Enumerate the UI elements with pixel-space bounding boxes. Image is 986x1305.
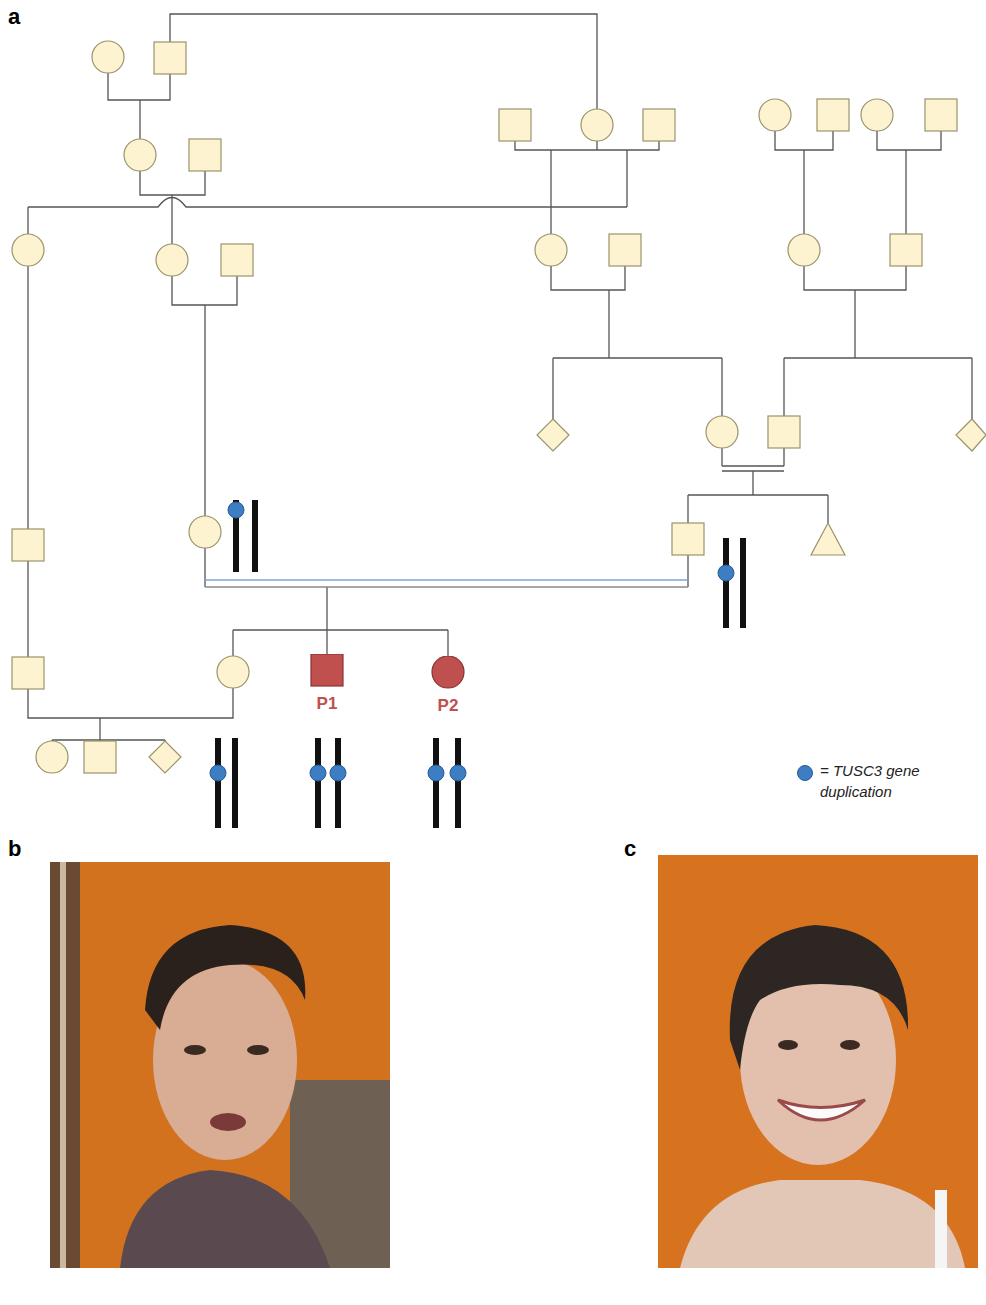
panel-label: b (8, 836, 21, 862)
panel-label: c (624, 836, 636, 862)
symbol-shape (432, 656, 464, 688)
individual-label: P2 (418, 696, 478, 716)
legend-text: = TUSC3 gene duplication (820, 760, 940, 802)
affected-male: P1 (297, 654, 357, 716)
individual-label: P1 (297, 694, 357, 714)
symbol-shape (311, 654, 343, 686)
legend-swatch (797, 765, 813, 781)
individual-symbol (418, 656, 478, 690)
panel-label: a (8, 4, 20, 30)
individual-symbol (297, 654, 357, 688)
affected-female: P2 (418, 656, 478, 718)
